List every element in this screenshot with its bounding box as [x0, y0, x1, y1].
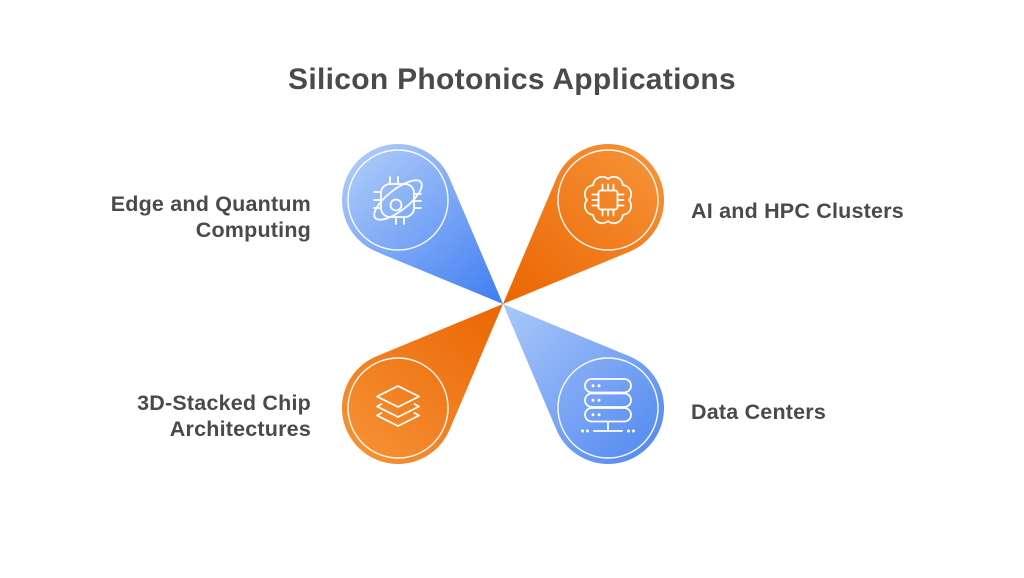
petal-shape [341, 304, 503, 464]
petal-shape [503, 144, 665, 304]
petal-shape [503, 304, 665, 464]
petal-edge-quantum [341, 144, 503, 304]
ai-brain-chip-icon [583, 175, 633, 225]
inner-ring [347, 149, 449, 251]
label-ai-hpc-clusters: AI and HPC Clusters [691, 199, 904, 223]
inner-ring [557, 149, 659, 251]
label-3d-stacked-chip: 3D-Stacked Chip Architectures [137, 391, 311, 442]
page-title: Silicon Photonics Applications [288, 63, 736, 96]
petal-3d-stacked [341, 304, 503, 464]
petal-ai-hpc [503, 144, 665, 304]
layers-icon [376, 385, 420, 427]
label-data-centers: Data Centers [691, 400, 827, 424]
petal-data-centers [503, 304, 665, 464]
server-rack-icon [581, 378, 635, 433]
petal-shape [341, 144, 503, 304]
inner-ring [347, 357, 449, 459]
quantum-chip-icon [373, 176, 423, 225]
label-edge-quantum-computing: Edge and Quantum Computing [110, 192, 311, 243]
inner-ring [557, 357, 659, 459]
